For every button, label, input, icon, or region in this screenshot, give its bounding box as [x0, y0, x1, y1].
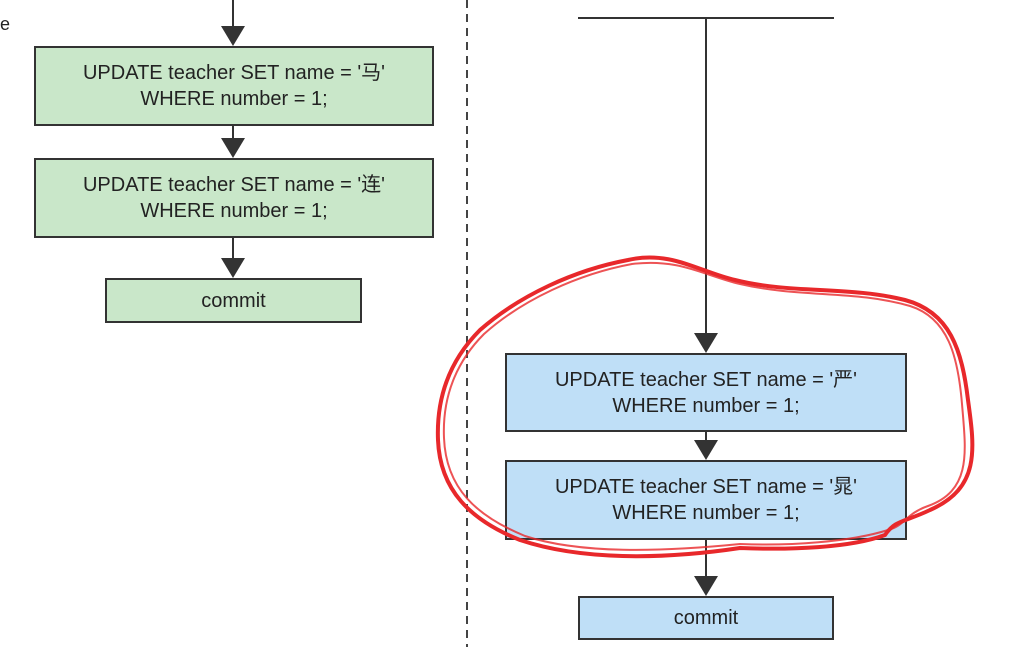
right-step-2-box: UPDATE teacher SET name = '晁' WHERE numb… — [505, 460, 907, 540]
right-step-1-box: UPDATE teacher SET name = '严' WHERE numb… — [505, 353, 907, 432]
left-step-2-line-2: WHERE number = 1; — [140, 200, 328, 222]
right-commit-label: commit — [673, 607, 739, 629]
left-step-2-box: UPDATE teacher SET name = '连' WHERE numb… — [34, 158, 434, 238]
left-commit-box: commit — [105, 278, 362, 323]
left-step-1-line-1: UPDATE teacher SET name = '马' — [82, 62, 385, 84]
edge-text-fragment: e — [0, 14, 11, 34]
right-step-2-line-1: UPDATE teacher SET name = '晁' — [554, 476, 857, 498]
left-step-2-line-1: UPDATE teacher SET name = '连' — [82, 174, 385, 196]
right-step-1-line-2: WHERE number = 1; — [612, 394, 800, 417]
left-step-1-box: UPDATE teacher SET name = '马' WHERE numb… — [34, 46, 434, 126]
right-commit-box: commit — [578, 596, 834, 640]
right-step-1-line-1: UPDATE teacher SET name = '严' — [554, 368, 857, 391]
left-commit-label: commit — [201, 289, 266, 312]
right-step-2-line-2: WHERE number = 1; — [612, 502, 800, 524]
left-step-1-line-2: WHERE number = 1; — [140, 88, 328, 110]
